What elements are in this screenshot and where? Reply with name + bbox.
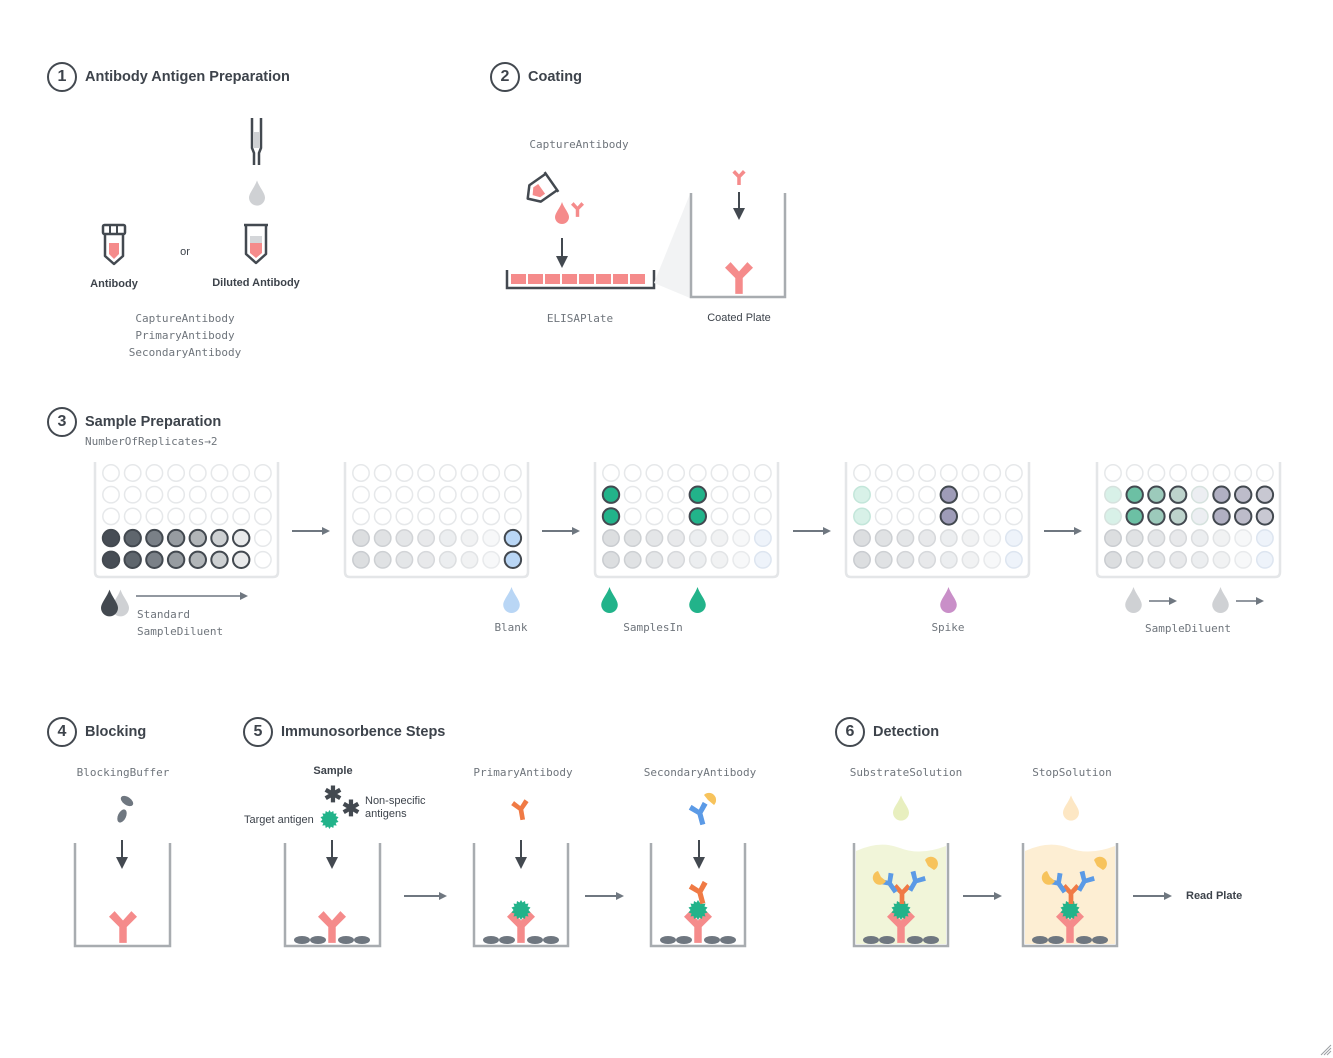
step-3-number: 3	[47, 407, 77, 437]
step-5-title: Immunosorbence Steps	[281, 724, 446, 740]
coated-well-icon	[689, 170, 787, 299]
capture-antibody-icon	[571, 202, 584, 217]
diluted-tube-icon	[244, 223, 268, 265]
sample-drop-icon-2	[689, 587, 706, 613]
nonspecific-antigen-icon: ✱	[324, 782, 342, 807]
plate-4	[844, 462, 1031, 579]
nonspecific-antigen-icon: ✱	[342, 796, 360, 821]
zoom-wedge	[654, 194, 690, 298]
sample-well	[283, 843, 382, 948]
step-6-number: 6	[835, 717, 865, 747]
tilted-tube-icon	[526, 171, 560, 203]
sample-diluent-label-2: SampleDiluent	[1144, 622, 1232, 635]
standard-label: Standard	[137, 608, 190, 621]
reagent-secondary: SecondaryAntibody	[128, 346, 242, 359]
step-2-number: 2	[490, 62, 520, 92]
capture-antibody-label: CaptureAntibody	[529, 138, 629, 151]
target-antigen-label: Target antigen	[244, 814, 314, 826]
capture-drop-icon	[555, 202, 569, 224]
blocking-well	[73, 843, 172, 948]
plate-wells	[101, 464, 1275, 569]
step-2-title: Coating	[528, 69, 582, 85]
substrate-solution-label: SubstrateSolution	[849, 766, 963, 779]
secondary-well	[649, 843, 747, 948]
step-4-title: Blocking	[85, 724, 147, 740]
elisa-plate-icon	[505, 270, 656, 290]
sample-label: Sample	[313, 765, 353, 777]
diluent-drop-icon-2	[1125, 587, 1142, 613]
secondary-antibody-icon	[687, 800, 713, 828]
stop-drop-icon	[1063, 795, 1079, 821]
elisa-plate-label: ELISAPlate	[546, 312, 614, 325]
spike-drop-icon	[940, 587, 957, 613]
sample-drop-icon-1	[601, 587, 618, 613]
nonspecific-label-1: Non-specific	[365, 795, 426, 807]
spike-label: Spike	[931, 621, 965, 634]
resize-grip-icon	[1320, 1044, 1332, 1056]
stop-well	[1021, 843, 1119, 948]
reagent-capture: CaptureAntibody	[135, 312, 235, 325]
blocking-buffer-label: BlockingBuffer	[76, 766, 170, 779]
target-antigen-icon	[320, 810, 339, 829]
substrate-drop-icon	[893, 795, 909, 821]
antibody-tube-icon	[101, 223, 127, 266]
antibody-label: Antibody	[90, 278, 138, 290]
step-3-title: Sample Preparation	[85, 414, 222, 430]
enzyme-icon	[704, 792, 717, 805]
step-1-title: Antibody Antigen Preparation	[85, 69, 290, 85]
primary-antibody-label: PrimaryAntibody	[473, 766, 573, 779]
step-1-number: 1	[47, 62, 77, 92]
replicates-param: NumberOfReplicates→2	[85, 435, 218, 448]
diluted-antibody-label: Diluted Antibody	[212, 277, 300, 289]
stop-solution-label: StopSolution	[1032, 766, 1112, 779]
pipette-icon	[249, 118, 265, 206]
plate-2	[343, 462, 530, 579]
reagent-primary: PrimaryAntibody	[135, 329, 235, 342]
blank-label: Blank	[494, 621, 528, 634]
read-plate-label: Read Plate	[1186, 890, 1243, 902]
primary-well	[472, 843, 570, 948]
blocker-icon	[117, 809, 127, 823]
step-4-number: 4	[47, 717, 77, 747]
primary-antibody-icon	[510, 798, 532, 822]
standard-drop-icon	[101, 589, 118, 617]
nonspecific-label-2: antigens	[365, 808, 407, 820]
blocker-icon	[120, 795, 134, 807]
diluent-drop-icon-3	[1212, 587, 1229, 613]
coated-plate-label: Coated Plate	[707, 312, 771, 324]
blank-drop-icon	[503, 587, 520, 613]
substrate-well	[852, 843, 950, 948]
plate-1	[93, 462, 280, 579]
secondary-antibody-label: SecondaryAntibody	[643, 766, 757, 779]
or-label: or	[180, 246, 190, 258]
plate-3	[593, 462, 780, 579]
step-6-title: Detection	[873, 724, 940, 740]
sample-diluent-label: SampleDiluent	[137, 625, 224, 638]
plate-5	[1095, 462, 1282, 579]
samples-in-label: SamplesIn	[623, 621, 683, 634]
step-5-number: 5	[243, 717, 273, 747]
